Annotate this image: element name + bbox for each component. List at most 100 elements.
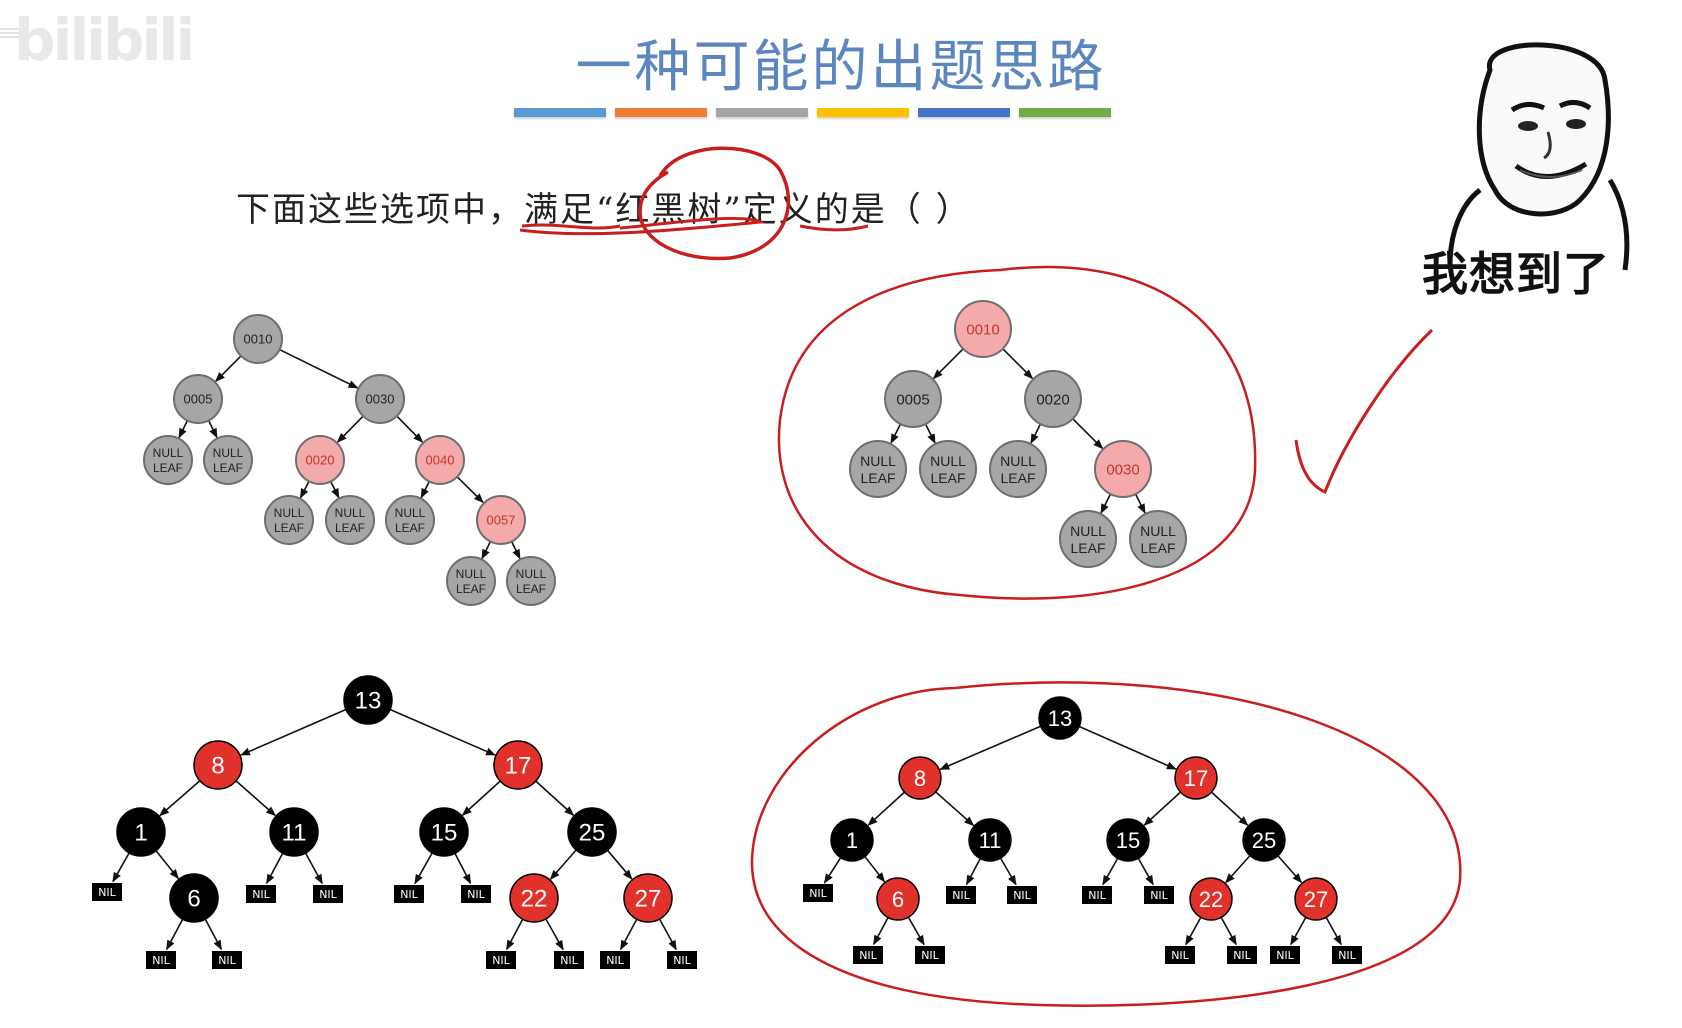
node-label: LEAF — [395, 521, 425, 535]
node-label: NULL — [860, 453, 896, 469]
tree-node: 13 — [1038, 696, 1082, 740]
tree-edge — [204, 918, 223, 951]
tree-edge — [1100, 493, 1112, 514]
node-label: LEAF — [456, 582, 486, 596]
node-label: NULL — [516, 567, 547, 581]
nil-label: NIL — [673, 954, 691, 967]
tree-edge — [235, 780, 276, 817]
circle-option-b — [777, 265, 1257, 600]
node-label: 0005 — [184, 392, 213, 407]
nil-label: NIL — [560, 954, 578, 967]
node-label: LEAF — [1140, 540, 1175, 556]
meme-face-icon — [1447, 42, 1630, 271]
tree-node: 0005 — [173, 374, 223, 424]
tree-edge — [867, 791, 906, 826]
node-label: LEAF — [1000, 470, 1035, 486]
tree-node: 0030 — [1094, 440, 1152, 498]
nil-label: NIL — [319, 888, 337, 901]
node-label: 13 — [355, 688, 382, 715]
color-bar-5 — [918, 108, 1010, 117]
node-label: LEAF — [930, 470, 965, 486]
nil-leaf: NIL — [212, 951, 242, 969]
node-label: 0020 — [1036, 391, 1069, 408]
nil-leaf: NIL — [1227, 946, 1257, 964]
nil-label: NIL — [98, 886, 116, 899]
nil-label: NIL — [252, 888, 270, 901]
tree-edge — [935, 791, 975, 827]
tree-edge — [924, 423, 936, 444]
tree-edge — [1325, 916, 1342, 946]
node-label: NULL — [153, 446, 184, 460]
tree-node: 17 — [1174, 756, 1218, 800]
node-label: NULL — [1140, 523, 1176, 539]
node-label: LEAF — [153, 461, 183, 475]
tree-edge — [510, 541, 521, 560]
node-label: 8 — [211, 753, 224, 780]
tree-node: 6 — [876, 877, 920, 921]
nil-label: NIL — [152, 954, 170, 967]
tree-edge — [545, 918, 564, 951]
nil-leaf: NIL — [1165, 946, 1195, 964]
node-label: 15 — [1116, 828, 1140, 853]
tree-edge — [505, 918, 524, 951]
tree-edge — [1030, 423, 1042, 444]
tree-edge — [619, 918, 638, 951]
tree-edge — [396, 415, 424, 443]
tree-node: 25 — [567, 807, 617, 857]
nil-leaf: NIL — [461, 885, 491, 903]
tree-edge — [155, 850, 179, 880]
tree-node: 0020 — [295, 435, 345, 485]
nil-leaf: NIL — [667, 951, 697, 969]
tree-edge — [932, 348, 964, 380]
node-label: LEAF — [335, 521, 365, 535]
tree-edge — [207, 420, 218, 439]
nil-leaf: NIL — [313, 885, 343, 903]
tree-edge — [112, 852, 130, 883]
nil-leaf: NIL — [1144, 886, 1174, 904]
node-label: NULL — [1000, 453, 1036, 469]
nil-label: NIL — [218, 954, 236, 967]
node-label: NULL — [1070, 523, 1106, 539]
tree-node: 11 — [968, 818, 1012, 862]
node-label: 27 — [1304, 887, 1328, 912]
tree-node: 0010 — [954, 300, 1012, 358]
nil-leaf: NIL — [1082, 886, 1112, 904]
color-bar-1 — [514, 108, 606, 117]
node-label: 0057 — [487, 513, 516, 528]
tree-edge — [389, 708, 496, 756]
node-label: 8 — [914, 766, 926, 791]
nil-label: NIL — [492, 954, 510, 967]
node-label: 1 — [134, 820, 147, 847]
tree-edge — [658, 918, 677, 951]
tree-edge — [159, 780, 201, 817]
node-label: 25 — [1252, 828, 1276, 853]
node-label: 11 — [282, 820, 307, 847]
nil-label: NIL — [1088, 889, 1106, 902]
underline-definition — [799, 224, 869, 232]
tree-node: 0040 — [415, 435, 465, 485]
tree-edge — [304, 852, 323, 885]
nil-leaf: NIL — [946, 886, 976, 904]
nil-leaf: NIL — [853, 946, 883, 964]
node-label: 0010 — [966, 321, 999, 338]
nil-leaf: NIL — [146, 951, 176, 969]
tree-edge — [890, 423, 902, 444]
tree-edge — [1102, 857, 1119, 886]
nil-leaf: NIL — [554, 951, 584, 969]
node-label: 0040 — [426, 453, 455, 468]
tree-edge — [178, 420, 189, 439]
node-label: 0010 — [244, 332, 273, 347]
node-label: 17 — [505, 753, 532, 780]
node-label: 0030 — [366, 392, 395, 407]
color-bar-3 — [716, 108, 808, 117]
node-label: LEAF — [860, 470, 895, 486]
tree-node: 0020 — [1024, 370, 1082, 428]
node-label: 6 — [892, 887, 904, 912]
tree-edge — [999, 857, 1017, 886]
nil-leaf: NIL — [92, 883, 122, 901]
tree-edge — [1225, 855, 1251, 884]
